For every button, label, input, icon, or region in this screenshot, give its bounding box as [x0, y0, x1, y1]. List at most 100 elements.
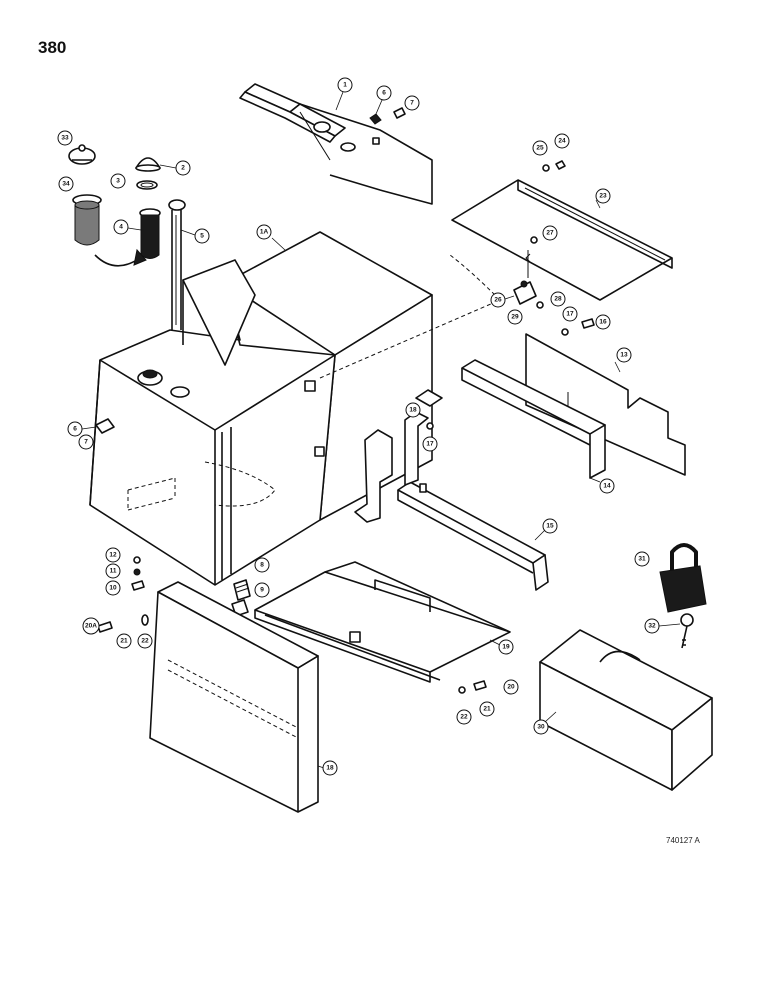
svg-text:12: 12 — [109, 552, 117, 559]
callout-16-upper: 16 — [595, 314, 611, 330]
panel-part-18 — [149, 581, 319, 813]
svg-text:1: 1 — [343, 82, 347, 89]
svg-text:7: 7 — [84, 439, 88, 446]
svg-text:8: 8 — [260, 562, 264, 569]
washer-part-25 — [542, 164, 550, 172]
svg-text:31: 31 — [638, 556, 646, 563]
svg-text:22: 22 — [460, 714, 468, 721]
callout-30: 30 — [533, 711, 557, 735]
drawing-number: 740127 A — [666, 836, 700, 845]
svg-text:7: 7 — [410, 100, 414, 107]
callout-22-right: 22 — [456, 709, 472, 725]
callout-21-left: 21 — [116, 633, 132, 649]
svg-text:18: 18 — [326, 765, 334, 772]
svg-text:2: 2 — [181, 165, 185, 172]
svg-text:32: 32 — [648, 623, 656, 630]
svg-text:23: 23 — [599, 193, 607, 200]
callout-6-upper: 6 — [375, 85, 392, 115]
callout-27: 27 — [542, 225, 558, 241]
callout-18-bottom: 18 — [317, 760, 338, 776]
callout-9: 9 — [254, 582, 270, 598]
svg-text:17: 17 — [566, 311, 574, 318]
svg-text:21: 21 — [483, 706, 491, 713]
svg-text:13: 13 — [620, 352, 628, 359]
callout-14: 14 — [589, 477, 615, 494]
hardware-small-parts — [97, 236, 595, 694]
svg-text:1A: 1A — [260, 229, 269, 236]
svg-text:4: 4 — [119, 224, 123, 231]
callout-4: 4 — [113, 219, 142, 235]
svg-text:18: 18 — [409, 407, 417, 414]
fitting-part-7-upper — [393, 107, 406, 119]
tray-part-19 — [254, 561, 511, 683]
strainer-part-4 — [139, 208, 161, 259]
callout-1: 1 — [335, 77, 353, 111]
callout-20-right: 20 — [503, 679, 519, 695]
svg-text:20: 20 — [507, 684, 515, 691]
callout-5: 5 — [180, 228, 210, 244]
svg-text:28: 28 — [554, 296, 562, 303]
svg-text:14: 14 — [603, 483, 611, 490]
callout-17-upper: 17 — [562, 306, 578, 322]
svg-text:29: 29 — [511, 314, 519, 321]
callout-13: 13 — [614, 347, 632, 373]
callout-15: 15 — [534, 518, 558, 541]
callout-24: 24 — [554, 133, 570, 149]
svg-text:20A: 20A — [85, 623, 97, 630]
svg-text:26: 26 — [494, 297, 502, 304]
callout-18-mid: 18 — [405, 402, 421, 418]
svg-text:24: 24 — [558, 138, 566, 145]
svg-text:34: 34 — [62, 181, 70, 188]
svg-text:15: 15 — [546, 523, 554, 530]
svg-text:27: 27 — [546, 230, 554, 237]
callout-28: 28 — [550, 291, 566, 307]
svg-text:19: 19 — [502, 644, 510, 651]
callout-31: 31 — [634, 551, 650, 567]
callout-2: 2 — [159, 160, 191, 176]
callout-8: 8 — [254, 557, 270, 573]
callout-21-right: 21 — [479, 701, 495, 717]
svg-text:21: 21 — [120, 638, 128, 645]
svg-text:11: 11 — [110, 568, 117, 575]
callout-10: 10 — [105, 580, 121, 596]
angle-bracket-right — [404, 389, 443, 486]
angle-bracket-left — [354, 429, 393, 523]
filler-cap-part-2 — [135, 157, 161, 172]
svg-text:25: 25 — [536, 145, 544, 152]
callout-33: 33 — [57, 130, 73, 146]
svg-text:6: 6 — [73, 426, 77, 433]
svg-text:5: 5 — [200, 233, 204, 240]
callout-22-left: 22 — [137, 633, 153, 649]
svg-text:9: 9 — [260, 587, 264, 594]
vent-cap-part-33 — [68, 144, 96, 165]
callout-11: 11 — [105, 563, 121, 579]
callout-25: 25 — [532, 140, 548, 156]
padlock-part-31 — [659, 543, 707, 613]
main-tank-part-1a — [89, 231, 433, 586]
svg-text:6: 6 — [382, 90, 386, 97]
callout-20a: 20A — [82, 617, 100, 635]
key-part-32 — [680, 613, 694, 649]
svg-text:30: 30 — [537, 724, 545, 731]
bracket-part-15 — [397, 481, 549, 591]
fitting-part-6-upper — [369, 113, 382, 125]
callout-7-lower: 7 — [78, 434, 94, 450]
latch-part-26 — [513, 250, 537, 305]
assembly-arrow — [94, 254, 141, 267]
svg-text:22: 22 — [141, 638, 149, 645]
page-number: 380 — [38, 38, 67, 57]
shelf-part-23 — [451, 179, 673, 301]
gasket-part-3 — [136, 180, 158, 190]
screw-part-24 — [555, 160, 566, 170]
callout-3: 3 — [110, 173, 126, 189]
assembly-arrowhead — [133, 248, 147, 266]
svg-text:3: 3 — [116, 178, 120, 185]
callout-32: 32 — [644, 618, 681, 634]
svg-text:17: 17 — [426, 441, 434, 448]
svg-text:10: 10 — [109, 585, 117, 592]
callout-34: 34 — [58, 176, 74, 192]
callout-7-upper: 7 — [404, 95, 420, 111]
svg-text:33: 33 — [61, 135, 69, 142]
upper-tank-part-1 — [239, 83, 433, 205]
